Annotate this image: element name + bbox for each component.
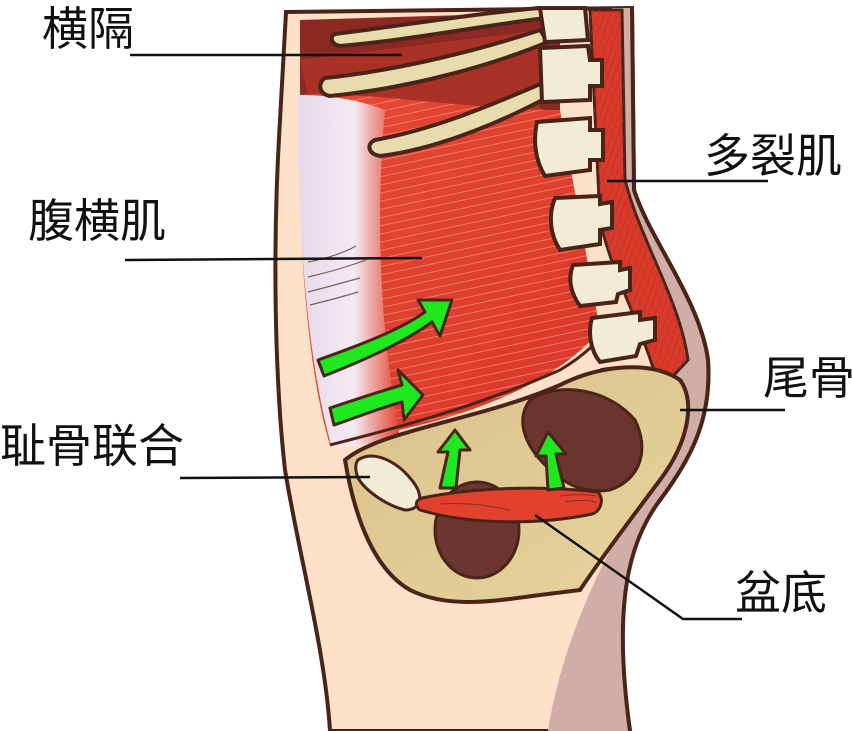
pelvic-floor-muscle — [414, 486, 603, 524]
label-multifidus: 多裂肌 — [704, 129, 842, 183]
label-pubic-symphysis: 耻骨联合 — [0, 419, 184, 473]
green-arrows — [316, 298, 568, 492]
label-pelvic-floor: 盆底 — [735, 566, 827, 620]
label-coccyx: 尾骨 — [763, 351, 852, 405]
arrow-upper — [316, 298, 454, 378]
arrow-lower — [328, 368, 425, 427]
arrow-pelvic-left — [436, 428, 472, 490]
label-diaphragm: 横隔 — [42, 2, 134, 56]
leader-line-transversus — [124, 256, 423, 262]
leader-lines — [124, 53, 785, 621]
transversus-abdominis-muscle — [297, 94, 607, 448]
spine-vertebrae — [533, 6, 657, 423]
ribs — [318, 5, 553, 159]
leader-line-pelvic-floor — [534, 513, 742, 621]
leader-line-pubic — [179, 475, 371, 480]
label-transversus-abdominis: 腹横肌 — [28, 194, 166, 248]
arrow-pelvic-right — [534, 430, 568, 492]
